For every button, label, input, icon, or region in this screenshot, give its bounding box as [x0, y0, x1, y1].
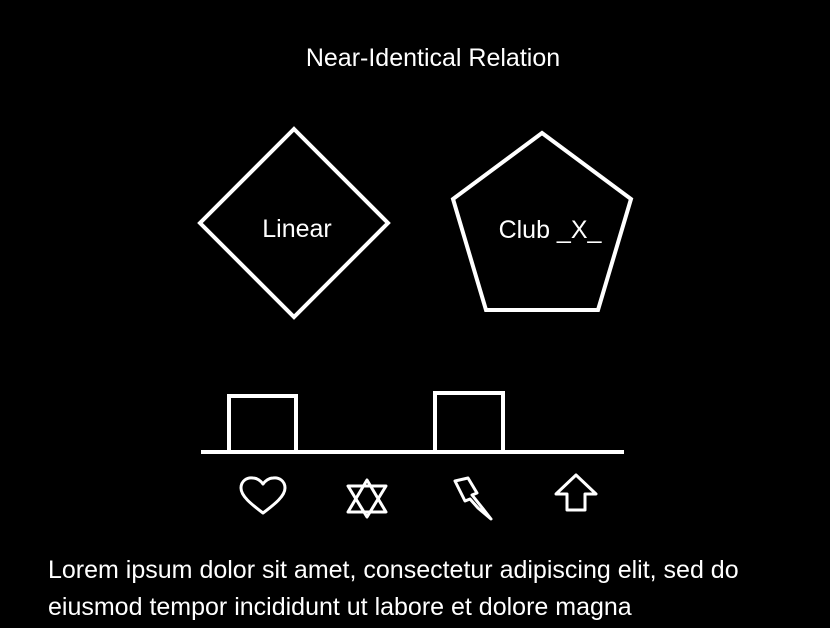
star-icon — [346, 478, 388, 519]
pentagon-label: Club _X_ — [499, 216, 603, 244]
heart-icon — [239, 476, 287, 515]
diagram-title: Near-Identical Relation — [305, 44, 561, 72]
pentagon-shape — [450, 130, 634, 312]
right-box — [433, 391, 505, 454]
pentagon-node: Club _X_ — [450, 130, 634, 312]
diamond-label: Linear — [262, 215, 332, 243]
lightning-icon — [453, 476, 493, 521]
diamond-node: Linear — [197, 126, 391, 320]
up-arrow-icon — [554, 473, 598, 512]
left-box — [227, 394, 298, 454]
diamond-shape — [197, 126, 391, 320]
caption-text: Lorem ipsum dolor sit amet, consectetur … — [48, 556, 739, 621]
